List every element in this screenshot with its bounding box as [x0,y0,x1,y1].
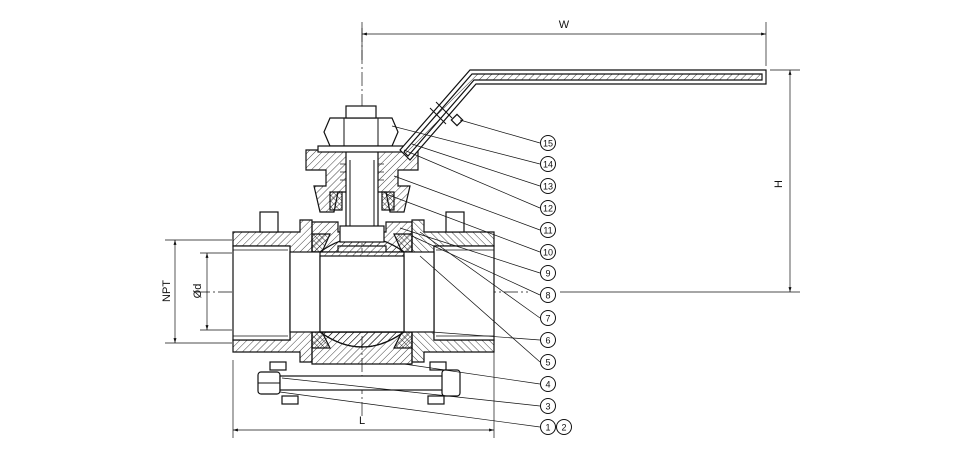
svg-text:8: 8 [545,291,550,301]
callout-3: 3 [540,398,556,414]
svg-text:10: 10 [543,248,553,258]
callout-12: 12 [540,200,556,216]
dimension-l-label: L [359,415,365,427]
stem-tang [339,225,385,243]
svg-text:6: 6 [545,336,550,346]
svg-text:12: 12 [543,204,553,214]
packing-right [381,191,395,211]
callout-8: 8 [540,287,556,303]
callout-10: 10 [540,244,556,260]
callout-13: 13 [540,178,556,194]
ball-lower-cap [318,331,406,348]
svg-text:15: 15 [543,139,553,149]
stem-nut [323,117,399,147]
stem-assembly [305,105,419,243]
dimension-h-label: H [773,180,785,188]
dimension-h: H [560,69,800,293]
washer [317,145,405,153]
callout-2: 2 [556,419,572,435]
callout-15: 15 [540,135,556,151]
callout-9: 9 [540,265,556,281]
svg-text:14: 14 [543,160,553,170]
svg-text:1: 1 [545,423,550,433]
callout-14: 14 [540,156,556,172]
dimension-bore: Ød [192,252,232,331]
svg-text:3: 3 [545,402,550,412]
svg-text:9: 9 [545,269,550,279]
dimension-w: W [361,19,767,66]
callout-4: 4 [540,376,556,392]
dimension-w-label: W [559,19,570,31]
dimension-npt-label: NPT [161,280,173,302]
leader-lines [279,119,541,428]
dimension-npt: NPT [161,239,232,344]
dimension-bore-label: Ød [192,284,204,299]
bolts [257,211,465,405]
callout-7: 7 [540,310,556,326]
callout-5: 5 [540,354,556,370]
svg-text:5: 5 [545,358,550,368]
svg-text:11: 11 [543,226,552,236]
callout-1: 1 [540,419,556,435]
svg-text:7: 7 [545,314,550,324]
callout-11: 11 [540,222,556,238]
svg-text:2: 2 [561,423,566,433]
callouts: 15 14 13 12 11 10 9 8 [540,135,572,435]
svg-text:13: 13 [543,182,553,192]
lever-handle [399,69,767,161]
packing [329,191,343,211]
stem [345,149,379,233]
svg-text:4: 4 [545,380,550,390]
callout-6: 6 [540,332,556,348]
valve-body [232,219,495,365]
dimension-l: L [232,352,495,438]
